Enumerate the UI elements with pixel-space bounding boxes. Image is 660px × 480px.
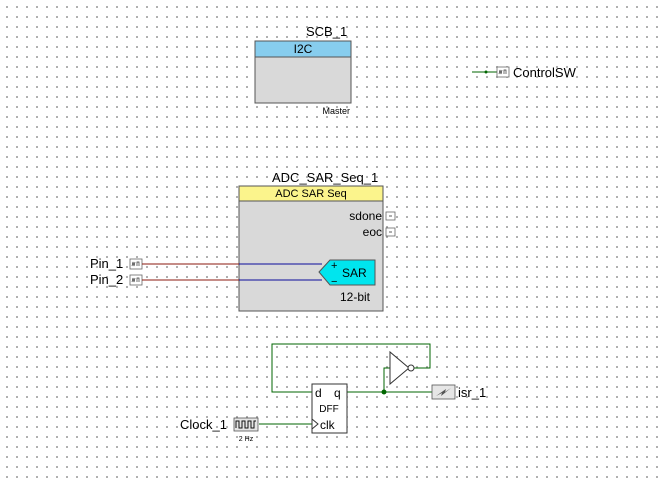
analog-pin-icon xyxy=(129,258,143,270)
clock-label: Clock_1 xyxy=(180,417,227,432)
scb-header-label: I2C xyxy=(294,42,313,56)
dff-clk-label: clk xyxy=(320,418,336,432)
not-gate-icon[interactable] xyxy=(389,350,415,386)
interrupt-icon xyxy=(431,384,456,400)
adc-instance-name: ADC_SAR_Seq_1 xyxy=(272,170,378,185)
control-sw-label: ControlSW xyxy=(513,65,577,80)
dff-body xyxy=(311,383,348,434)
adc-component[interactable]: ADC_SAR_Seq_1 ADC SAR Seq sdone eoc + − … xyxy=(238,170,396,312)
adc-header-bar xyxy=(238,185,384,202)
scb-component[interactable]: SCB_1 I2C Master xyxy=(254,24,352,116)
scb-header-bar xyxy=(254,40,352,58)
dff-clock-triangle xyxy=(311,418,319,430)
pin-2-label: Pin_2 xyxy=(90,272,123,287)
sar-plus-sign: + xyxy=(331,260,337,272)
adc-header-label: ADC SAR Seq xyxy=(275,188,347,200)
q-to-inverter-wire xyxy=(383,367,390,392)
pin-1-component[interactable]: Pin_1 xyxy=(90,256,322,271)
inverter-output-feedback-wire xyxy=(271,343,431,393)
scb-mode-label: Master xyxy=(322,106,350,116)
dff-d-label: d xyxy=(315,386,322,400)
clock-waveform-icon xyxy=(233,417,259,432)
pin-2-component[interactable]: Pin_2 xyxy=(90,272,322,287)
control-sw-junction xyxy=(484,70,488,74)
clock-component[interactable]: Clock_1 2 Hz xyxy=(180,417,259,443)
logic-wires xyxy=(259,343,432,425)
pin-1-label: Pin_1 xyxy=(90,256,123,271)
adc-body xyxy=(238,185,384,312)
dff-q-label: q xyxy=(334,386,341,400)
digital-pin-icon xyxy=(496,66,510,78)
isr-component[interactable]: isr_1 xyxy=(431,384,486,400)
control-sw-component[interactable]: ControlSW xyxy=(472,65,577,80)
dff-title: DFF xyxy=(319,404,338,415)
adc-eoc-label: eoc xyxy=(363,225,382,239)
sar-label: SAR xyxy=(342,266,367,280)
dff-component[interactable]: d q DFF clk xyxy=(311,383,348,434)
scb-instance-name: SCB_1 xyxy=(306,24,347,39)
q-net-junction xyxy=(381,389,387,395)
analog-pin-icon xyxy=(129,274,143,286)
sar-symbol xyxy=(318,259,376,286)
clock-frequency-label: 2 Hz xyxy=(239,436,254,443)
sar-minus-sign: − xyxy=(331,276,337,288)
isr-label: isr_1 xyxy=(458,385,486,400)
adc-resolution-label: 12-bit xyxy=(340,290,371,304)
adc-sdone-label: sdone xyxy=(349,209,382,223)
